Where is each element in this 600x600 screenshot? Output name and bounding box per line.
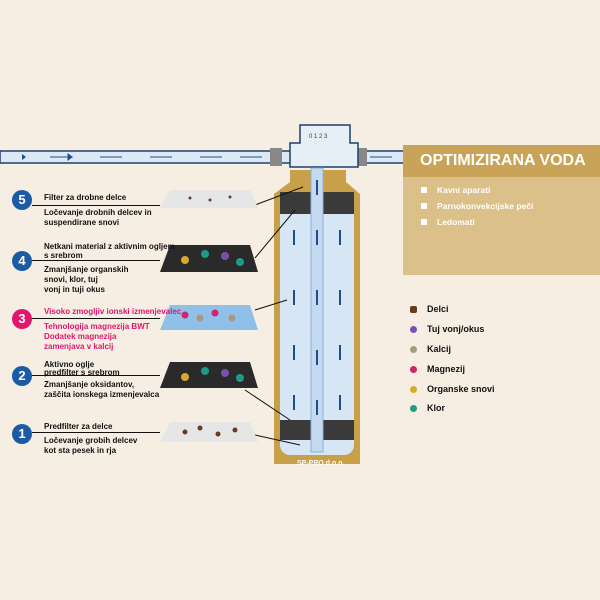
media-carbon-nonwoven — [160, 245, 258, 272]
sphere-icon — [410, 386, 417, 394]
stage-number: 2 — [12, 366, 32, 386]
legend-item: Delci — [410, 304, 449, 314]
stage-desc: Tehnologija magnezija BWT — [44, 322, 150, 331]
legend-label: Magnezij — [427, 364, 466, 374]
bullet-icon — [421, 203, 427, 209]
center-tube — [310, 167, 324, 453]
list-item: Ledomati — [421, 217, 600, 227]
sphere-icon — [410, 346, 417, 354]
legend-item: Magnezij — [410, 364, 465, 374]
stage-title: Predfilter za delce — [44, 422, 113, 431]
pointer-lines — [244, 186, 304, 446]
stage-title: Visoko zmogljiv ionski izmenjevalec — [44, 307, 182, 316]
media-coarse-particles — [160, 422, 258, 442]
bullet-icon — [421, 187, 427, 193]
panel-title: OPTIMIZIRANA VODA — [403, 145, 600, 177]
stage-title: predfilter s srebrom — [44, 368, 120, 377]
media-particles — [181, 195, 244, 437]
sphere-icon — [410, 405, 417, 413]
divider — [32, 375, 160, 376]
sphere-icon — [410, 366, 417, 374]
pipe-coupling-left — [270, 148, 282, 166]
flow-arrows — [8, 153, 392, 161]
divider — [32, 260, 160, 261]
stage-number: 1 — [12, 424, 32, 444]
brand-label: SP-PRO d.o.o. — [297, 460, 345, 467]
stage-title: s srebrom — [44, 251, 83, 260]
legend-label: Delci — [427, 304, 449, 314]
divider — [32, 432, 160, 433]
legend-item: Kalcij — [410, 344, 451, 354]
stage-desc: zamenjava v kalcij — [44, 342, 114, 351]
legend-label: Klor — [427, 403, 445, 413]
legend-item: Tuj vonj/okus — [410, 324, 484, 334]
stage-number: 4 — [12, 251, 32, 271]
stage-desc: kot sta pesek in rja — [44, 446, 117, 455]
stage-number: 5 — [12, 190, 32, 210]
list-item: Kavni aparati — [421, 185, 600, 195]
stage-desc: Zmanjšanje oksidantov, — [44, 380, 135, 389]
media-ion-exchanger — [160, 305, 258, 330]
stage-desc: zaščita ionskega izmenjevalca — [44, 390, 160, 399]
stage-title: Netkani material z aktivnim ogljem — [44, 242, 175, 251]
divider — [32, 318, 160, 319]
list-item: Parnokonvekcijske peči — [421, 201, 600, 211]
stage-desc: Dodatek magnezija — [44, 332, 117, 341]
item-label: Ledomati — [437, 217, 475, 227]
stage-title: Filter za drobne delce — [44, 193, 127, 202]
filter-head — [289, 124, 359, 168]
item-label: Parnokonvekcijske peči — [437, 201, 534, 211]
legend-label: Tuj vonj/okus — [427, 324, 485, 334]
legend-label: Kalcij — [427, 344, 452, 354]
divider — [32, 205, 160, 206]
legend-item: Organske snovi — [410, 384, 495, 394]
legend-item: Klor — [410, 403, 445, 413]
bullet-icon — [421, 219, 427, 225]
legend-label: Organske snovi — [427, 384, 495, 394]
applications-list: Kavni aparati Parnokonvekcijske peči Led… — [421, 185, 600, 227]
stage-number: 3 — [12, 309, 32, 329]
optimized-water-panel: OPTIMIZIRANA VODA Kavni aparati Parnokon… — [403, 145, 600, 275]
media-carbon-prefilter — [160, 362, 258, 388]
dial-label: 0 1 2 3 — [309, 134, 328, 140]
stage-title: Aktivno oglje — [44, 360, 95, 369]
stage-desc: Ločevanje grobih delcev — [44, 436, 138, 445]
particles-icon — [410, 306, 417, 314]
cartridge-arrows — [293, 180, 341, 415]
item-label: Kavni aparati — [437, 185, 491, 195]
stage-desc: snovi, klor, tuj — [44, 275, 98, 284]
stage-desc: vonj in tuji okus — [44, 285, 105, 294]
sphere-icon — [410, 326, 417, 334]
stage-desc: Ločevanje drobnih delcev in — [44, 208, 152, 217]
stage-desc: suspendirane snovi — [44, 218, 120, 227]
stage-desc: Zmanjšanje organskih — [44, 265, 129, 274]
